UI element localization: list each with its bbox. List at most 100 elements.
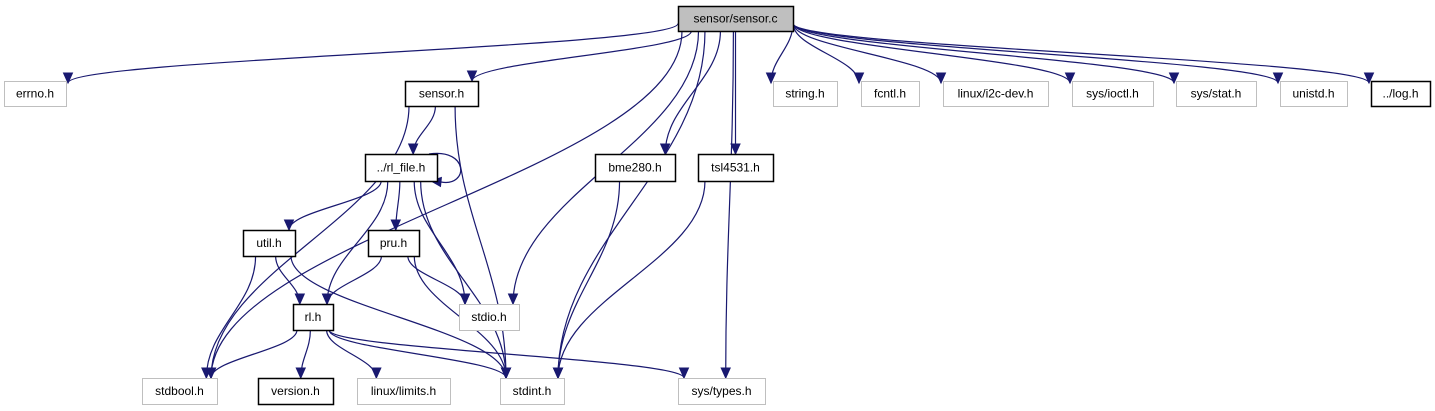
arrowhead-root-to-fcntl (853, 72, 865, 85)
edge-rl-to-systypes (328, 329, 685, 379)
node-box (678, 378, 766, 405)
node-sensor-h[interactable]: sensor.h (404, 80, 480, 108)
node-label: version.h (271, 384, 320, 398)
node-systypes: sys/types.h (678, 378, 766, 405)
node-label: sys/types.h (691, 384, 751, 398)
arrowhead-rl-to-limits (371, 367, 382, 380)
node-label: stdint.h (513, 384, 552, 398)
node-label: stdbool.h (155, 384, 204, 398)
node-util[interactable]: util.h (242, 229, 297, 258)
arrowhead-tsl4531-to-stdint (552, 367, 564, 380)
arrowhead-rl_file-to-pru (390, 219, 402, 232)
node-box (242, 229, 297, 258)
arrowhead-util-to-rl (294, 293, 306, 306)
node-label: util.h (256, 236, 281, 250)
edge-util-to-stdbool (205, 255, 257, 379)
edge-bme280-to-stdint (557, 180, 621, 379)
edge-root-to-sensor_h (471, 30, 692, 82)
arrowhead-root-to-string (765, 72, 777, 85)
node-rl-file[interactable]: ../rl_file.h (364, 153, 439, 183)
node-label: fcntl.h (874, 87, 906, 101)
node-string: string.h (773, 81, 838, 107)
node-box (677, 5, 795, 33)
node-label: tsl4531.h (711, 161, 760, 175)
node-label: sensor/sensor.c (693, 12, 777, 26)
nodes-layer: sensor/sensor.c errno.h sensor.h string.h fc… (4, 5, 1432, 406)
node-stat: sys/stat.h (1176, 81, 1257, 107)
arrowhead-rl_file-to-util (283, 219, 295, 232)
node-box (459, 304, 520, 331)
arrowhead-root-to-i2cdev (935, 72, 947, 85)
node-label: sys/ioctl.h (1086, 87, 1139, 101)
node-box (773, 81, 838, 107)
node-pru[interactable]: pru.h (367, 229, 421, 258)
edge-root-to-bme280 (664, 30, 722, 155)
edge-root-to-errno (67, 22, 679, 84)
node-unistd: unistd.h (1280, 81, 1348, 107)
node-stdbool: stdbool.h (142, 378, 218, 405)
edge-root-to-i2cdev (792, 23, 942, 84)
node-label: bme280.h (608, 161, 661, 175)
arrowhead-root-to-sensor_h (466, 70, 478, 83)
node-root[interactable]: sensor/sensor.c (677, 5, 795, 33)
arrowhead-root-to-stdio (507, 293, 519, 306)
node-bme280[interactable]: bme280.h (594, 153, 677, 183)
edge-rl-to-stdbool (210, 329, 298, 379)
arrowhead-rl-to-version (295, 367, 307, 380)
arrowhead-root-to-systypes (720, 367, 731, 380)
arrowhead-root-to-log (1363, 72, 1375, 85)
edge-root-to-log (792, 22, 1370, 84)
edge-root-to-stdint (557, 30, 706, 379)
edge-sensor_h-to-stdint (454, 105, 507, 379)
node-label: string.h (785, 87, 824, 101)
node-box (292, 303, 335, 332)
arrowhead-root-to-ioctl (1064, 72, 1076, 85)
edge-rl-to-stdint (328, 329, 507, 379)
edge-rl_file-to-stdio (413, 180, 466, 305)
edge-tsl4531-to-stdint (557, 180, 706, 379)
node-label: linux/limits.h (371, 384, 436, 398)
node-label: sys/stat.h (1191, 87, 1242, 101)
node-ioctl: sys/ioctl.h (1072, 81, 1154, 107)
node-stdint: stdint.h (500, 378, 565, 405)
node-label: pru.h (380, 236, 407, 250)
arrowhead-root-to-bme280 (659, 143, 671, 156)
arrowhead-root-to-unistd (1272, 72, 1284, 85)
node-limits: linux/limits.h (357, 378, 451, 405)
edge-rl_file-to-rl (326, 180, 389, 305)
node-box (594, 153, 677, 183)
arrowhead-pru-to-rl (321, 293, 333, 306)
node-box (943, 81, 1049, 107)
node-box (500, 378, 565, 405)
node-label: linux/i2c-dev.h (958, 87, 1034, 101)
node-box (697, 153, 775, 183)
arrowhead-rl-to-stdbool (205, 367, 217, 380)
arrowhead-root-to-errno (62, 72, 74, 85)
edge-root-to-stat (792, 23, 1175, 84)
node-label: rl.h (305, 310, 322, 324)
arrowhead-sensor_h-to-rl_file (407, 143, 419, 156)
node-version[interactable]: version.h (257, 377, 335, 406)
node-i2cdev: linux/i2c-dev.h (943, 81, 1049, 107)
node-label: stdio.h (471, 310, 506, 324)
edge-util-to-stdint (290, 255, 507, 379)
node-box (142, 378, 218, 405)
node-box (357, 378, 451, 405)
arrowhead-rl-to-stdint (500, 367, 512, 380)
node-label: ../log.h (1382, 87, 1418, 101)
node-label: errno.h (16, 87, 54, 101)
edge-rl_file-to-rl_file (428, 152, 462, 183)
node-box (404, 80, 480, 108)
node-fcntl: fcntl.h (861, 81, 920, 107)
node-log[interactable]: ../log.h (1370, 80, 1432, 108)
node-rl[interactable]: rl.h (292, 303, 335, 332)
arrowhead-root-to-tsl4531 (730, 143, 741, 156)
node-box (861, 81, 920, 107)
node-stdio: stdio.h (459, 304, 520, 331)
node-label: sensor.h (419, 87, 464, 101)
node-tsl4531[interactable]: tsl4531.h (697, 153, 775, 183)
node-box (1370, 80, 1432, 108)
node-box (4, 81, 67, 107)
arrowhead-root-to-stat (1168, 72, 1180, 85)
